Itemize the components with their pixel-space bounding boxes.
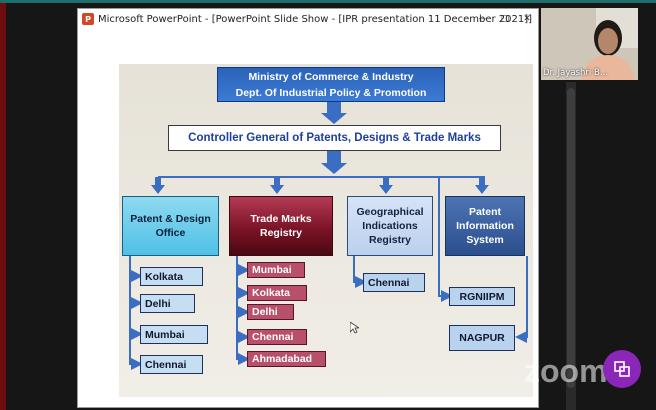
window-titlebar[interactable]: P Microsoft PowerPoint - [PowerPoint Sli… <box>78 9 538 29</box>
patent-design-office-box: Patent & Design Office <box>122 196 219 256</box>
arrow-down-icon <box>151 177 165 194</box>
participant-video-icon <box>541 8 638 80</box>
registry-chennai: Chennai <box>247 329 307 345</box>
controller-box: Controller General of Patents, Designs &… <box>168 125 501 151</box>
zoom-watermark: zoom <box>524 353 608 389</box>
ministry-line-1: Ministry of Commerce & Industry <box>248 70 414 83</box>
arrow-down-icon <box>379 177 393 194</box>
gi-chennai: Chennai <box>363 273 425 292</box>
heading-line: Office <box>155 227 186 239</box>
vertical-scrollbar[interactable] <box>566 82 576 410</box>
heading-line: Registry <box>368 234 411 246</box>
office-kolkata: Kolkata <box>140 267 203 286</box>
participant-name: Dr. Jayashri B... <box>543 68 608 78</box>
heading-line: Geographical <box>356 206 424 218</box>
office-chennai: Chennai <box>140 355 203 374</box>
minimize-icon[interactable]: — <box>478 14 488 24</box>
heading-line: Trade Marks <box>250 213 312 225</box>
heading-line: Information <box>456 220 514 232</box>
mouse-pointer-icon <box>350 322 359 334</box>
registry-delhi: Delhi <box>247 304 294 320</box>
org-chart-connectors <box>129 102 528 370</box>
arrow-down-icon <box>321 102 347 124</box>
arrow-down-icon <box>475 177 489 194</box>
registry-ahmadabad: Ahmadabad <box>247 351 326 367</box>
heading-line: Indications <box>362 220 418 232</box>
powerpoint-icon: P <box>82 13 94 25</box>
registry-kolkata: Kolkata <box>247 285 307 301</box>
window-title: Microsoft PowerPoint - [PowerPoint Slide… <box>98 13 533 25</box>
heading-line: System <box>466 234 504 246</box>
maximize-icon[interactable]: □ <box>500 14 510 24</box>
ministry-line-2: Dept. Of Industrial Policy & Promotion <box>235 86 427 99</box>
pis-rgniipm: RGNIIPM <box>449 287 515 306</box>
trade-marks-registry-box: Trade Marks Registry <box>229 196 333 256</box>
heading-line: Patent <box>468 206 502 218</box>
zoom-badge-glyph <box>614 361 630 377</box>
powerpoint-window: P Microsoft PowerPoint - [PowerPoint Sli… <box>77 8 539 408</box>
geographical-indications-box: Geographical Indications Registry <box>347 196 433 256</box>
left-edge-bar <box>0 3 6 410</box>
registry-mumbai: Mumbai <box>247 262 305 278</box>
office-delhi: Delhi <box>140 294 195 313</box>
slide-show-canvas[interactable]: Ministry of Commerce & Industry Dept. Of… <box>85 31 538 407</box>
participant-video-tile[interactable]: Dr. Jayashri B... <box>541 8 638 80</box>
office-mumbai: Mumbai <box>140 325 208 344</box>
scrollbar-thumb[interactable] <box>567 88 575 388</box>
heading-line: Patent & Design <box>130 213 211 225</box>
top-accent-bar <box>0 0 656 3</box>
ministry-box: Ministry of Commerce & Industry Dept. Of… <box>217 67 445 102</box>
patent-information-system-box: Patent Information System <box>445 196 525 256</box>
pis-nagpur: NAGPUR <box>449 325 515 351</box>
zoom-app-icon <box>603 350 641 388</box>
close-icon[interactable]: ✕ <box>523 14 531 24</box>
window-controls: — □ ✕ <box>472 9 538 29</box>
arrow-down-icon <box>321 151 347 174</box>
arrow-down-icon <box>270 177 284 194</box>
heading-line: Registry <box>259 227 302 239</box>
